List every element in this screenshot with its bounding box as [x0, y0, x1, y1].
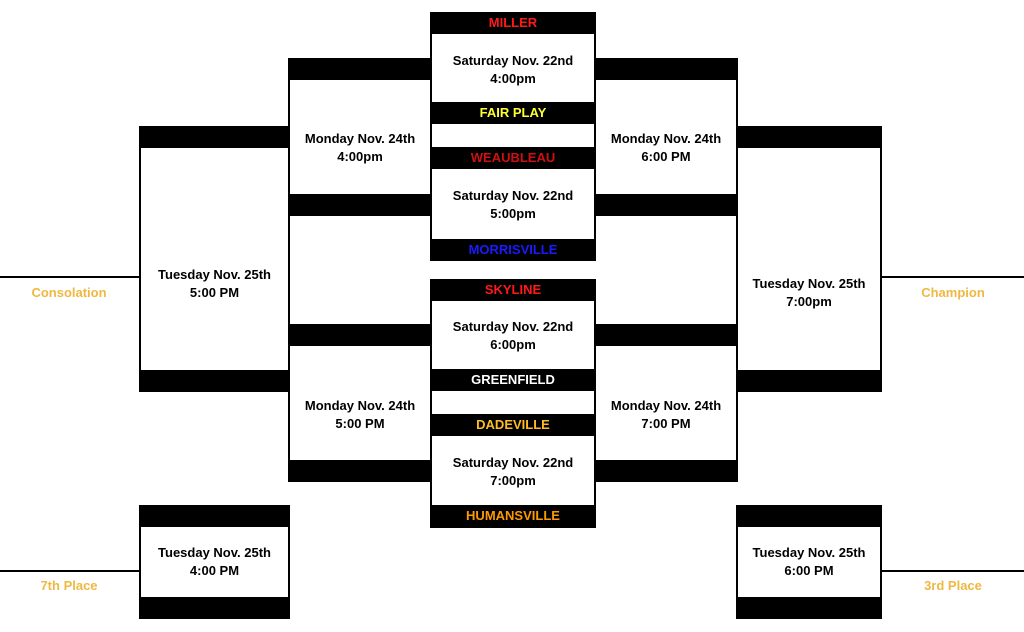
losers-game-1-time: 4:00pm — [337, 149, 383, 164]
first-round-game-1-day: Saturday Nov. 22nd — [452, 53, 574, 68]
winners-game-2-time: 7:00 PM — [641, 416, 691, 431]
consolation-game: Tuesday Nov. 25th 5:00 PM — [141, 266, 288, 302]
championship-game: Tuesday Nov. 25th 7:00pm — [738, 275, 880, 311]
winners-game-2: Monday Nov. 24th 7:00 PM — [596, 397, 736, 433]
seventh-place-top-bar — [139, 505, 290, 527]
team-greenfield: GREENFIELD — [430, 369, 596, 391]
consolation-top-bar — [139, 126, 290, 148]
seventh-place-line — [0, 570, 141, 572]
third-place-top-bar — [736, 505, 882, 527]
seventh-place-bottom-bar — [139, 597, 290, 619]
first-round-game-1-time: 4:00pm — [490, 71, 536, 86]
seventh-place-label: 7th Place — [40, 578, 98, 593]
first-round-game-3-day: Saturday Nov. 22nd — [452, 319, 574, 334]
winners-game-2-bottom-bar — [594, 460, 738, 482]
losers-game-1: Monday Nov. 24th 4:00pm — [290, 130, 430, 166]
winners-game-2-box — [594, 324, 738, 482]
losers-game-1-bottom-bar — [288, 194, 432, 216]
championship-game-time: 7:00pm — [786, 294, 832, 309]
team-miller: MILLER — [430, 12, 596, 34]
champion-line — [880, 276, 1024, 278]
first-round-game-4: Saturday Nov. 22nd 7:00pm — [432, 454, 594, 490]
third-place-bottom-bar — [736, 597, 882, 619]
consolation-game-time: 5:00 PM — [189, 285, 240, 300]
championship-bracket-box — [736, 126, 882, 392]
first-round-game-2-time: 5:00pm — [490, 206, 536, 221]
seventh-place-game-day: Tuesday Nov. 25th — [158, 545, 271, 560]
first-round-game-3: Saturday Nov. 22nd 6:00pm — [432, 318, 594, 354]
team-skyline: SKYLINE — [430, 279, 596, 301]
third-place-label: 3rd Place — [924, 578, 982, 593]
team-weaubleau: WEAUBLEAU — [430, 147, 596, 169]
winners-game-1-time: 6:00 PM — [641, 149, 691, 164]
third-place-game-day: Tuesday Nov. 25th — [752, 545, 866, 560]
championship-top-bar — [736, 126, 882, 148]
losers-game-2-box — [288, 324, 432, 482]
team-dadeville: DADEVILLE — [430, 414, 596, 436]
losers-game-2: Monday Nov. 24th 5:00 PM — [290, 397, 430, 433]
third-place-line — [880, 570, 1024, 572]
consolation-label: Consolation — [31, 285, 107, 300]
champion-label: Champion — [921, 285, 985, 300]
winners-game-1: Monday Nov. 24th 6:00 PM — [596, 130, 736, 166]
consolation-game-day: Tuesday Nov. 25th — [158, 267, 271, 282]
seventh-place-game: Tuesday Nov. 25th 4:00 PM — [141, 544, 288, 580]
first-round-game-4-time: 7:00pm — [490, 473, 536, 488]
losers-game-2-day: Monday Nov. 24th — [304, 398, 416, 413]
winners-game-1-top-bar — [594, 58, 738, 80]
first-round-game-4-day: Saturday Nov. 22nd — [452, 455, 574, 470]
winners-game-1-bottom-bar — [594, 194, 738, 216]
team-fair-play: FAIR PLAY — [430, 102, 596, 124]
seventh-place-game-time: 4:00 PM — [189, 563, 240, 578]
winners-game-2-top-bar — [594, 324, 738, 346]
losers-game-2-bottom-bar — [288, 460, 432, 482]
losers-game-2-top-bar — [288, 324, 432, 346]
first-round-game-2: Saturday Nov. 22nd 5:00pm — [432, 187, 594, 223]
losers-game-2-time: 5:00 PM — [335, 416, 385, 431]
third-place-game: Tuesday Nov. 25th 6:00 PM — [738, 544, 880, 580]
team-humansville: HUMANSVILLE — [430, 505, 596, 527]
winners-game-1-day: Monday Nov. 24th — [610, 131, 722, 146]
championship-game-day: Tuesday Nov. 25th — [752, 276, 866, 291]
first-round-game-3-time: 6:00pm — [490, 337, 536, 352]
championship-bottom-bar — [736, 370, 882, 392]
losers-game-1-day: Monday Nov. 24th — [304, 131, 416, 146]
consolation-bracket-box — [139, 126, 290, 392]
losers-game-1-top-bar — [288, 58, 432, 80]
consolation-bottom-bar — [139, 370, 290, 392]
third-place-game-time: 6:00 PM — [784, 563, 834, 578]
winners-game-2-day: Monday Nov. 24th — [610, 398, 722, 413]
consolation-line — [0, 276, 141, 278]
first-round-game-2-day: Saturday Nov. 22nd — [452, 188, 574, 203]
team-morrisville: MORRISVILLE — [430, 239, 596, 261]
first-round-game-1: Saturday Nov. 22nd 4:00pm — [432, 52, 594, 88]
